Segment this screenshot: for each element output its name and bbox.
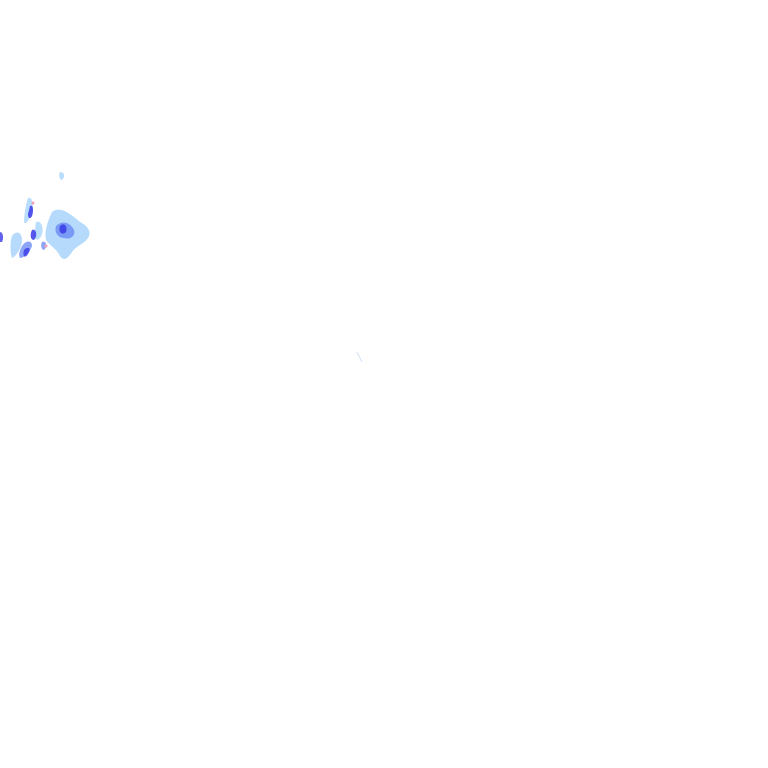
rain-area-light — [59, 172, 65, 180]
rain-area-medium — [41, 241, 47, 250]
rain-trace — [356, 351, 363, 363]
rain-spot-intense — [44, 244, 48, 248]
precipitation-cluster — [0, 172, 90, 259]
rain-spot-intense — [31, 201, 35, 205]
rain-area-heavy — [0, 232, 4, 242]
rain-area-light — [24, 197, 33, 224]
rain-area-heavy — [23, 247, 30, 257]
rain-area-heavy — [59, 224, 67, 234]
rain-area-heavy — [28, 205, 34, 219]
rain-area-heavy — [30, 229, 37, 240]
rain-area-light — [10, 232, 22, 258]
